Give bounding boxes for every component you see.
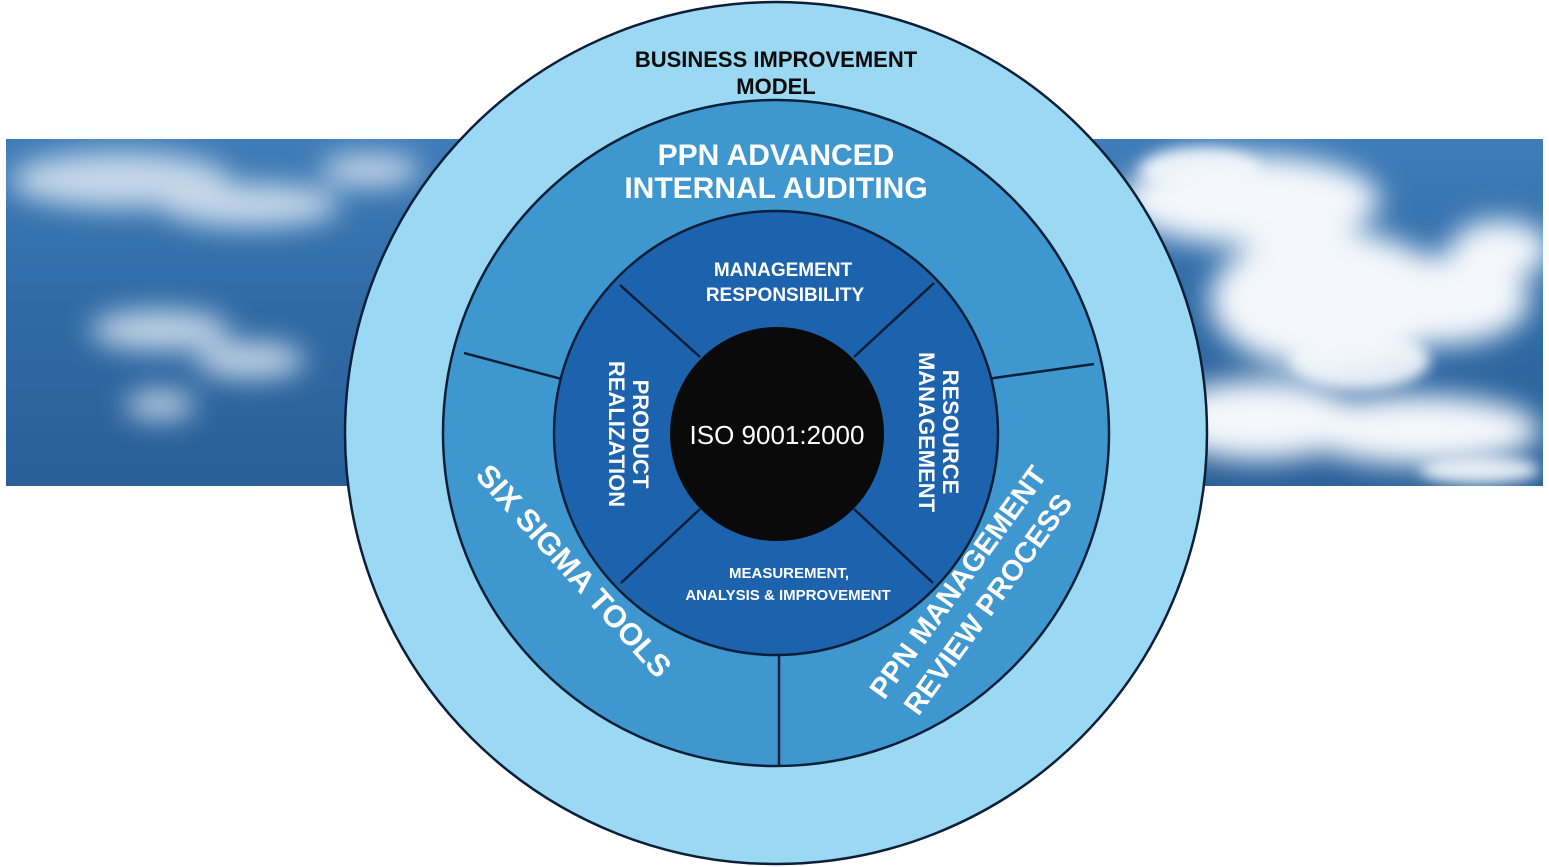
core-circle <box>670 327 884 541</box>
inner-bottom-line1: MEASUREMENT, <box>729 565 849 582</box>
inner-top-line2: RESPONSIBILITY <box>706 285 865 306</box>
outer-title-line2: MODEL <box>736 74 815 99</box>
clouds-right <box>1120 148 1549 484</box>
core-label: ISO 9001:2000 <box>690 420 865 450</box>
middle-top-line1: PPN ADVANCED <box>658 139 895 172</box>
middle-ring-dividers <box>463 351 1095 766</box>
inner-right-line1: RESOURCE <box>938 370 963 495</box>
outer-title-line1: BUSINESS IMPROVEMENT <box>635 47 918 72</box>
inner-left-line2: REALIZATION <box>604 361 629 507</box>
middle-top-line2: INTERNAL AUDITING <box>624 172 927 205</box>
clouds-left <box>10 152 420 419</box>
inner-top-line1: MANAGEMENT <box>714 260 853 281</box>
inner-right-line2: MANAGEMENT <box>914 352 939 513</box>
inner-bottom-line2: ANALYSIS & IMPROVEMENT <box>685 587 890 604</box>
inner-ring-dividers <box>619 282 935 584</box>
inner-left-line1: PRODUCT <box>628 380 653 489</box>
